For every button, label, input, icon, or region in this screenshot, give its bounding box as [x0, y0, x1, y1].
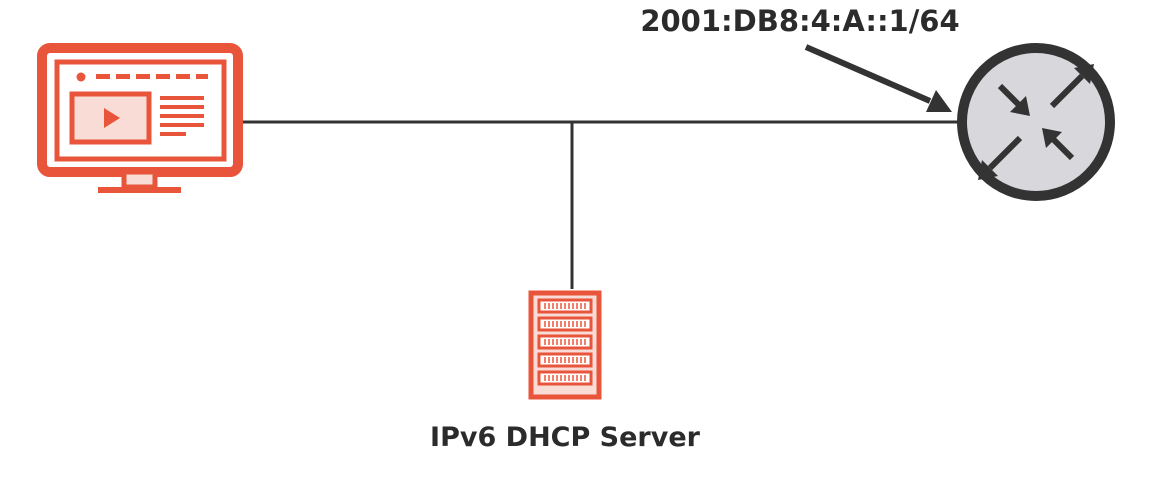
- computer-monitor-icon: [37, 43, 243, 193]
- address-pointer-arrow: [804, 44, 952, 112]
- router-icon: [957, 43, 1115, 201]
- router-address-label: 2001:DB8:4:A::1/64: [640, 4, 959, 38]
- server-rack-icon: [528, 290, 602, 400]
- server-label: IPv6 DHCP Server: [430, 422, 701, 453]
